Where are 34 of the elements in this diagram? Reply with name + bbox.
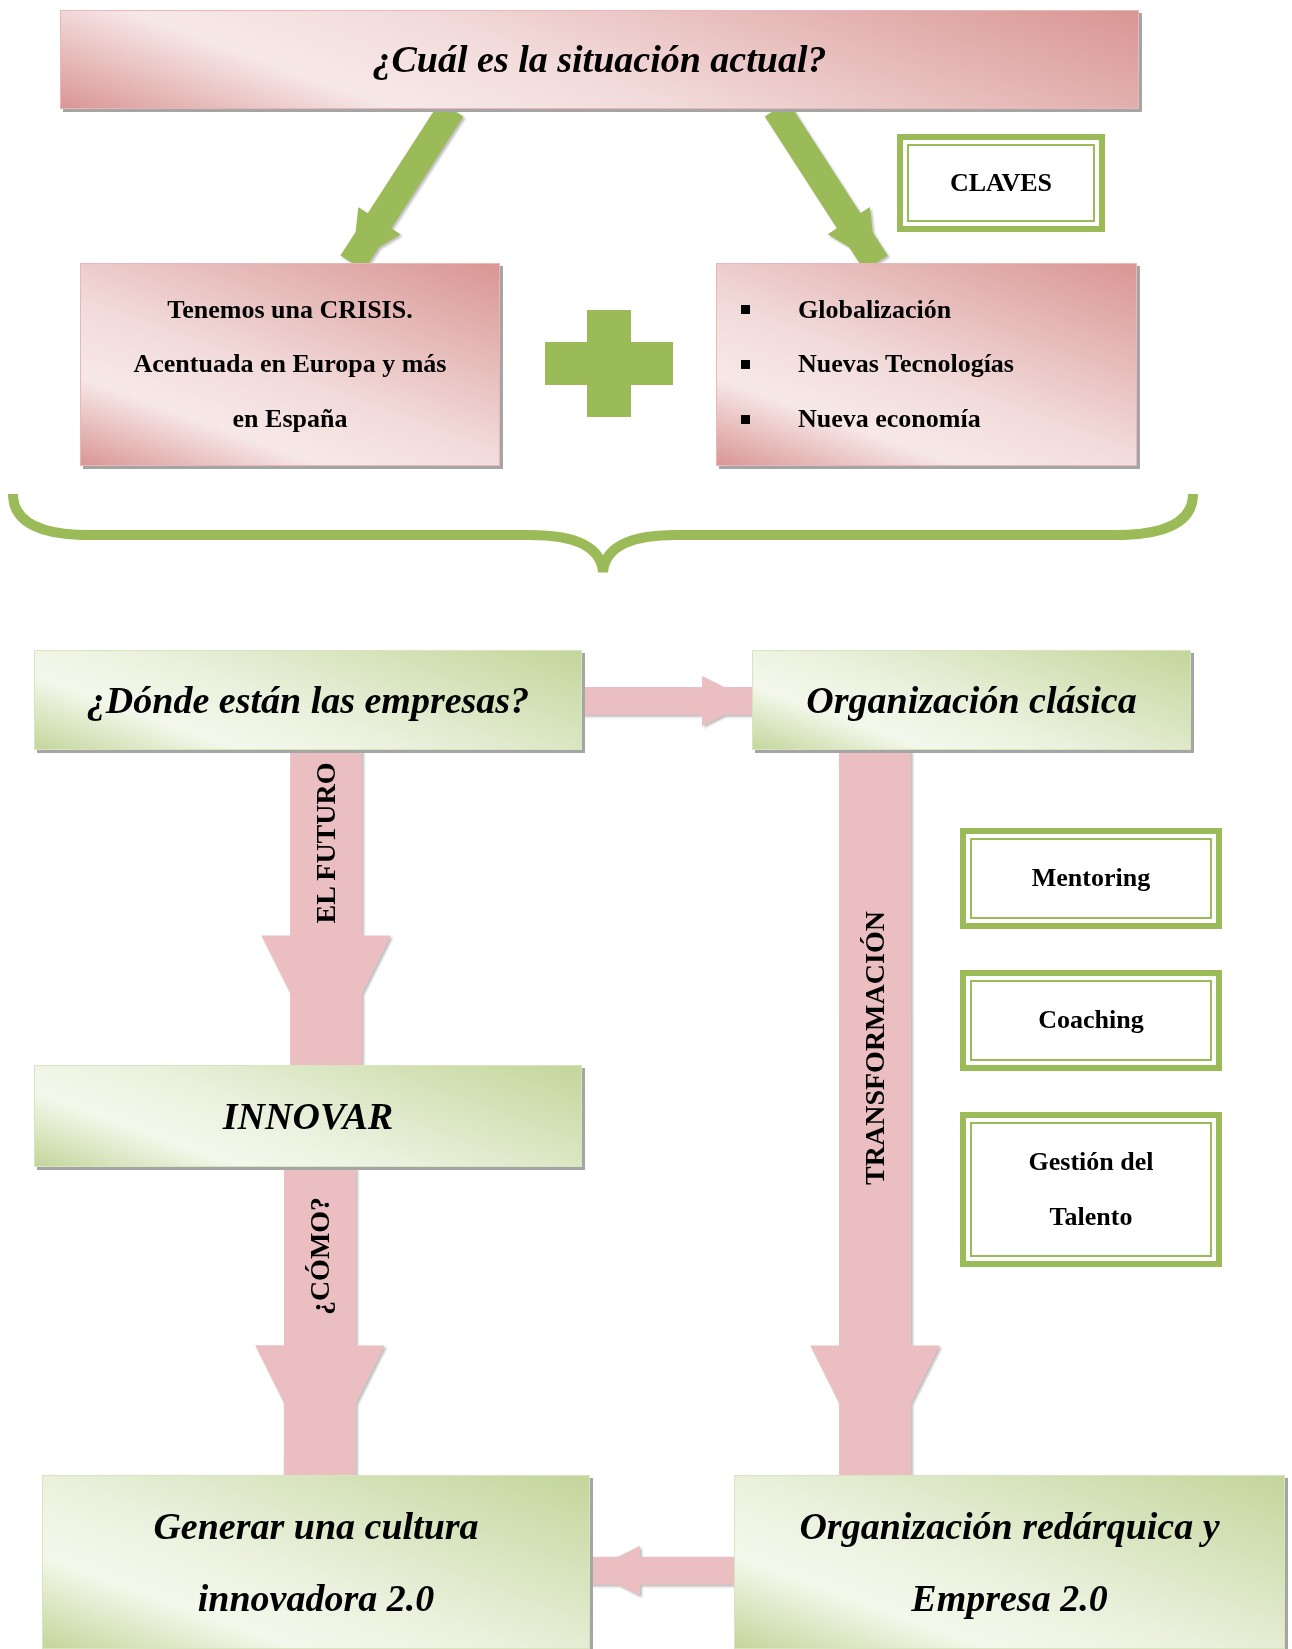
framed-box [960, 1112, 1222, 1267]
process-box [34, 1065, 582, 1167]
box-text: INNOVAR [221, 1093, 395, 1139]
box-text: CLAVES [948, 166, 1054, 199]
box-text: ¿Dónde están las empresas? [85, 677, 531, 723]
box-text: ¿Cuál es la situación actual? [371, 37, 828, 83]
box-text: Tenemos una CRISIS. Acentuada en Europa y más en España [132, 293, 448, 435]
process-box [716, 263, 1137, 466]
list-item-text: Nueva economía [798, 402, 981, 435]
process-box [752, 650, 1191, 750]
box-text: Organización redárquica y Empresa 2.0 [798, 1503, 1221, 1621]
edge-label: TRANSFORMACIÓN [858, 910, 891, 1185]
framed-box [897, 134, 1105, 232]
process-box [42, 1475, 590, 1649]
edge-label: EL FUTURO [310, 762, 343, 924]
box-text: Coaching [1037, 1004, 1145, 1037]
framed-box [960, 970, 1222, 1071]
block-arrow [261, 750, 391, 1065]
block-arrow [590, 1545, 734, 1596]
plus-sign [545, 310, 673, 417]
box-text: Organización clásica [805, 677, 1138, 723]
process-box [34, 650, 582, 750]
block-arrow [810, 750, 940, 1476]
box-text: Generar una cultura innovadora 2.0 [152, 1503, 480, 1621]
process-box [734, 1475, 1285, 1649]
list-item-text: Globalización [798, 293, 952, 326]
edge-label: ¿CÓMO? [304, 1197, 336, 1316]
process-box [80, 263, 500, 466]
process-box [60, 10, 1139, 109]
box-text: Mentoring [1030, 862, 1152, 895]
block-arrow [582, 675, 752, 727]
box-text: Gestión del Talento [1027, 1145, 1155, 1233]
list-item-text: Nuevas Tecnologías [798, 348, 1014, 381]
framed-box [960, 828, 1222, 929]
